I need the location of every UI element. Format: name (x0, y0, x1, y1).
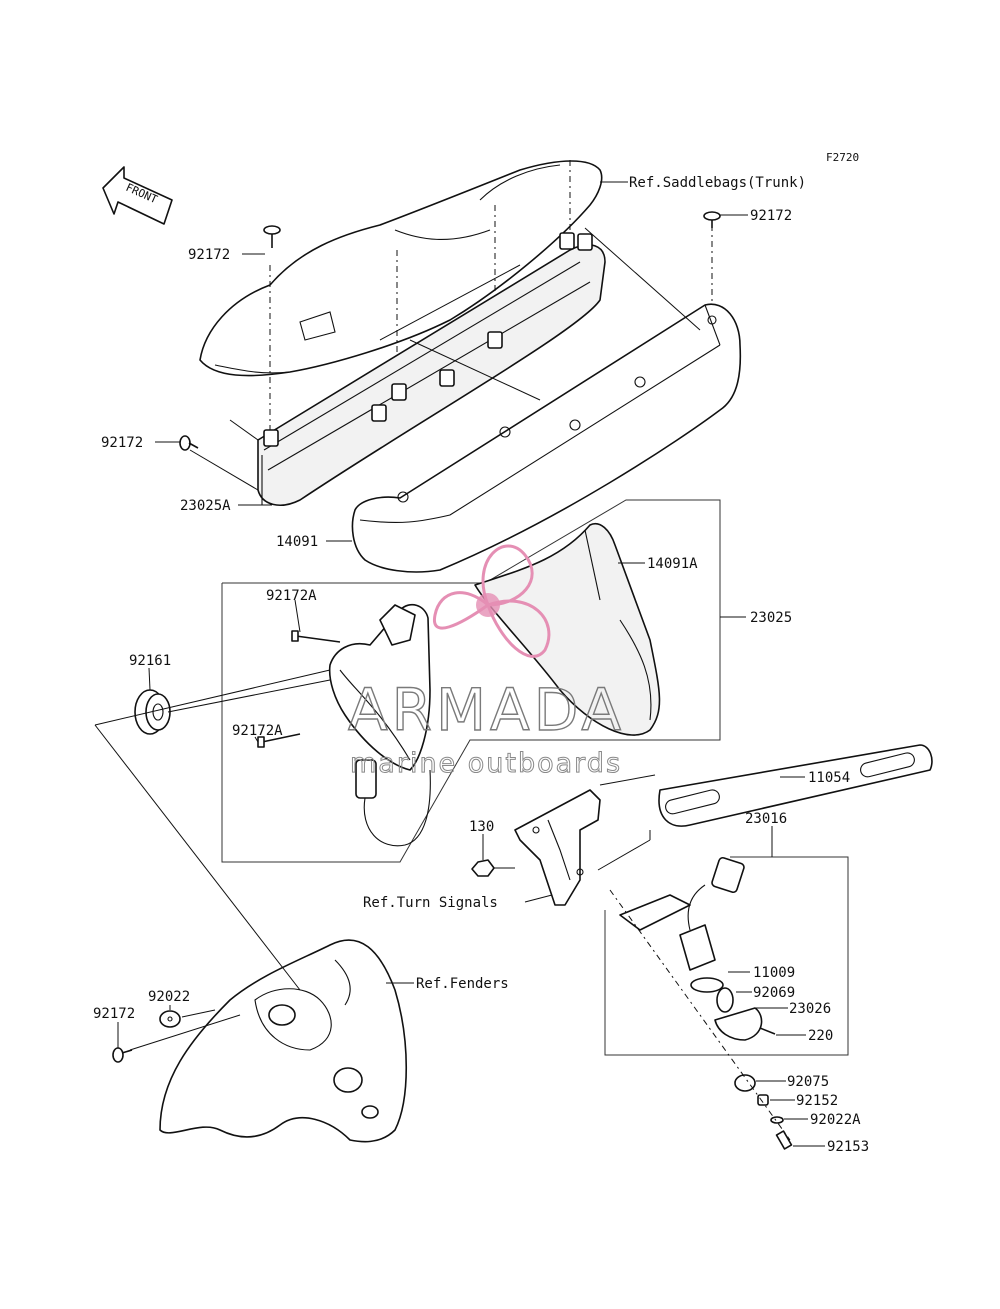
ref-saddlebags: Ref.Saddlebags(Trunk) (629, 175, 806, 191)
label-92152: 92152 (796, 1093, 838, 1109)
label-92075: 92075 (787, 1074, 829, 1090)
collar-92152 (757, 1094, 769, 1106)
license-lamp-bracket (514, 789, 601, 906)
align-line-6 (609, 889, 791, 1141)
lamp-gasket-11009 (690, 977, 724, 993)
lamp-socket-housing (328, 603, 431, 847)
label-92069: 92069 (753, 985, 795, 1001)
lens-23026 (714, 1007, 763, 1041)
label-23025: 23025 (750, 610, 792, 626)
assembly-box-23016 (604, 856, 849, 1056)
bolt-130 (471, 859, 515, 877)
label-23016: 23016 (745, 811, 787, 827)
screw-92172-upper-left (263, 225, 281, 248)
license-lamp-socket (619, 856, 745, 971)
screw-92172-bottom (112, 1047, 133, 1063)
label-11054: 11054 (808, 770, 850, 786)
rear-fender-outline (159, 939, 407, 1143)
bulb-92069 (716, 987, 734, 1013)
washer-92022 (159, 1010, 181, 1028)
tail-lamp-housing (257, 232, 606, 506)
license-plate-bracket-11054 (658, 744, 933, 827)
screw-92172-left (179, 435, 199, 451)
grommet-92075 (734, 1074, 756, 1092)
ref-fenders: Ref.Fenders (416, 976, 509, 992)
label-11009: 11009 (753, 965, 795, 981)
label-23025A: 23025A (180, 498, 231, 514)
label-92172-left: 92172 (101, 435, 143, 451)
washer-92022A (770, 1116, 784, 1124)
screw-92172-right (703, 211, 721, 228)
label-14091: 14091 (276, 534, 318, 550)
armada-logo (433, 544, 551, 658)
label-92172-bottom: 92172 (93, 1006, 135, 1022)
label-92153: 92153 (827, 1139, 869, 1155)
watermark-brand: ARMADA (348, 676, 625, 744)
watermark-tagline: marine outboards (350, 748, 622, 779)
label-23026: 23026 (789, 1001, 831, 1017)
leader-lines (94, 181, 825, 1147)
label-92172-right: 92172 (750, 208, 792, 224)
bolt-92153 (775, 1130, 793, 1150)
saddlebag-trunk-outline (199, 160, 603, 377)
label-92161: 92161 (129, 653, 171, 669)
label-220: 220 (808, 1028, 833, 1044)
assembly-box-23025 (221, 499, 721, 863)
label-92172-upper-left: 92172 (188, 247, 230, 263)
diagram-code: F2720 (826, 151, 859, 164)
tail-lens-cover (351, 303, 742, 573)
ref-turn-signals: Ref.Turn Signals (363, 895, 498, 911)
label-92172A-top: 92172A (266, 588, 317, 604)
label-92022: 92022 (148, 989, 190, 1005)
label-130: 130 (469, 819, 494, 835)
screw-220 (759, 1027, 776, 1035)
label-92022A: 92022A (810, 1112, 861, 1128)
front-arrow-icon: FRONT (102, 166, 173, 225)
label-92172A-bottom: 92172A (232, 723, 283, 739)
label-14091A: 14091A (647, 556, 698, 572)
screw-92172A-top (291, 630, 341, 643)
reflector-14091A (474, 523, 661, 736)
